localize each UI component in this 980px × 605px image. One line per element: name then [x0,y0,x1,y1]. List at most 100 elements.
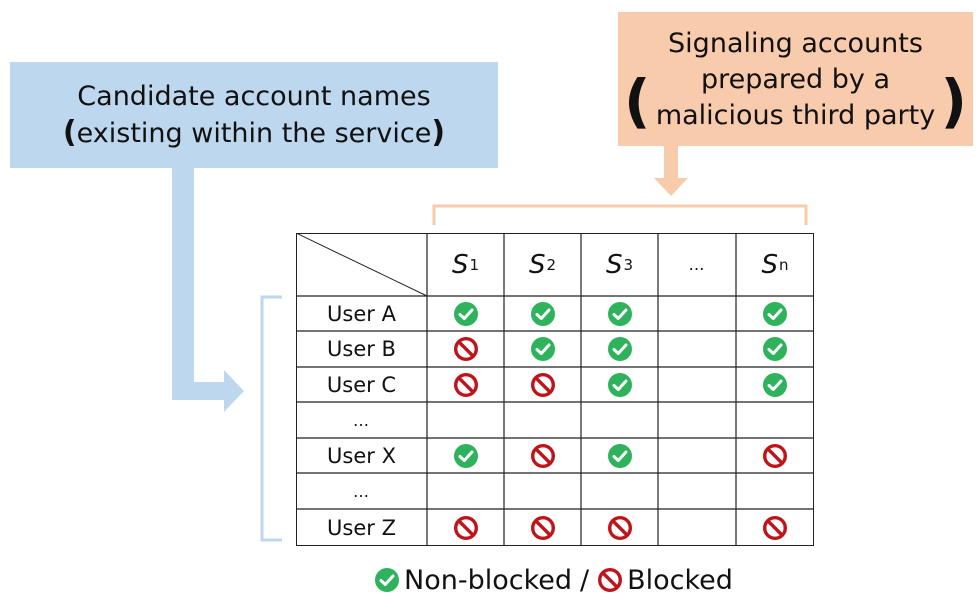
legend: Non-blocked / Blocked [374,560,733,600]
table-cell [504,473,581,509]
column-subscript: n [779,255,789,274]
candidate-title: Candidate account names [77,80,431,112]
table-cell [427,296,504,331]
table-cell [658,402,736,438]
prohibited-icon [530,443,555,468]
prohibited-icon [762,515,788,540]
table-cell [736,402,814,438]
table-cell [581,367,658,402]
paren-close: ) [431,114,446,150]
table-cell [504,331,581,367]
check-circle-icon [453,443,478,468]
column-ellipsis: … [688,255,706,274]
table-cell [736,438,814,473]
column-subscript: 2 [546,255,557,274]
columns-bracket [432,204,808,225]
prohibited-icon [530,515,555,540]
column-subscript: 1 [469,255,480,274]
table-cell [736,296,814,331]
table-cell [581,438,658,473]
table-cell [427,367,504,402]
table-cell [736,331,814,367]
corner-diagonal [296,233,428,297]
big-paren-open: ( [624,67,651,135]
table-cell [658,438,736,473]
column-symbol: S [761,249,778,280]
signaling-line-2: prepared by a [700,64,891,95]
legend-blocked-label: Blocked [627,564,733,596]
table-cell [427,438,504,473]
table-cell [658,509,736,546]
table-cell [427,473,504,509]
row-label: User C [326,372,397,397]
check-circle-icon [763,372,787,397]
candidate-subtitle: (existing within the service) [63,115,445,152]
column-symbol: S [605,249,623,280]
check-circle-icon [763,337,787,361]
signaling-line-1: Signaling accounts [668,28,923,59]
blue-arrow [172,168,244,412]
table-cell [427,402,504,438]
row-label: User B [327,337,396,361]
legend-non-blocked-label: Non-blocked [404,564,572,596]
check-circle-icon [607,372,632,397]
row-label: … [353,481,370,501]
row-label: … [353,410,370,430]
prohibited-icon [453,372,478,397]
table-cell [581,331,658,367]
row-label: User X [327,443,396,468]
legend-separator: / [580,564,590,596]
table-cell [736,473,814,509]
prohibited-icon [530,372,555,397]
table-cell [581,509,658,546]
check-circle-icon [530,337,555,361]
row-label: User Z [327,515,396,540]
table-cell [427,509,504,546]
candidate-accounts-box: Candidate account names (existing within… [10,62,498,168]
prohibited-icon [598,567,623,593]
table-cell [658,296,736,331]
signaling-text: Signaling accounts prepared by a malicio… [648,26,943,134]
orange-arrow [654,146,688,196]
table-cell [504,296,581,331]
table-grid-lines [296,233,814,546]
row-label: User A [327,301,396,326]
candidate-subtitle-text: existing within the service [76,117,432,149]
table-cell [504,367,581,402]
prohibited-icon [453,515,478,540]
column-subscript: 3 [623,255,634,274]
prohibited-icon [453,336,478,362]
table-cell [658,331,736,367]
table-cell [504,509,581,546]
check-circle-icon [607,443,632,468]
rows-bracket [260,295,282,542]
prohibited-icon [762,443,788,468]
table-cell [581,402,658,438]
table-cell [504,402,581,438]
table-cell [504,438,581,473]
column-symbol: S [528,249,546,280]
paren-open: ( [62,114,77,150]
signaling-accounts-box: ( Signaling accounts prepared by a malic… [618,12,973,146]
table-cell [581,296,658,331]
column-header: … [658,233,736,296]
big-paren-close: ) [940,67,967,135]
table-cell [427,331,504,367]
prohibited-icon [607,515,632,540]
check-circle-icon [763,301,787,326]
check-circle-icon [607,337,632,361]
check-circle-icon [530,301,555,326]
check-circle-icon [453,301,478,326]
table-cell [736,367,814,402]
check-circle-icon [607,301,632,326]
signaling-line-3: malicious third party [655,100,936,131]
table-cell [658,367,736,402]
table-cell [658,473,736,509]
table-cell [736,509,814,546]
